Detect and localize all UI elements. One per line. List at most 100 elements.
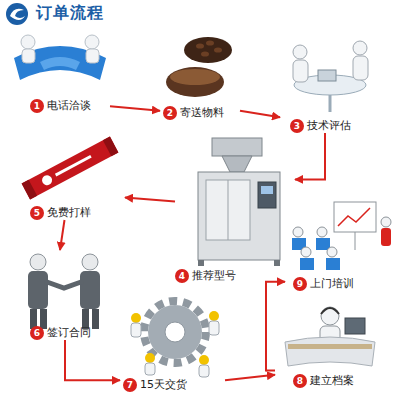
- step-number: 3: [290, 119, 304, 133]
- meeting-illustration-part: [329, 95, 332, 112]
- contract-illustration-part: [28, 271, 48, 309]
- sample-stick-illustration: [22, 137, 119, 200]
- meeting-illustration-part: [293, 45, 307, 59]
- packing-machine-illustration-part: [206, 180, 250, 240]
- meeting-illustration-part: [353, 56, 368, 80]
- delivery-gear-illustration-part: [209, 321, 219, 335]
- step-number: 8: [293, 374, 307, 388]
- contract-illustration-part: [82, 254, 98, 270]
- step-node: 4推荐型号: [175, 135, 295, 283]
- packing-machine-illustration-part: [198, 260, 204, 266]
- training-illustration-part: [300, 258, 314, 270]
- delivery-gear-illustration-part: [199, 365, 209, 377]
- training-illustration-part: [316, 238, 330, 250]
- handshake-illustration-part: [14, 46, 106, 80]
- step-number: 4: [175, 269, 189, 283]
- step-label: 15天交货: [140, 378, 187, 392]
- step-caption: 1电话洽谈: [30, 99, 91, 113]
- diagram-title: 订单流程: [36, 3, 104, 24]
- flow-arrow: [60, 220, 65, 250]
- step-label: 技术评估: [307, 119, 351, 133]
- step-label: 签订合同: [47, 326, 91, 340]
- delivery-gear-illustration-part: [165, 322, 185, 342]
- flow-arrow: [266, 282, 285, 371]
- training-illustration-part: [381, 228, 391, 246]
- delivery-gear-illustration-part: [199, 355, 209, 365]
- step-node: 5免费打样: [15, 130, 125, 220]
- service-desk-illustration: [285, 307, 375, 366]
- handshake-illustration-part: [85, 35, 99, 49]
- training-illustration-part: [327, 247, 337, 257]
- step-number: 1: [30, 99, 44, 113]
- coffee-material-illustration-part: [170, 69, 220, 85]
- coffee-material-illustration-part: [201, 51, 209, 56]
- coffee-material-illustration: [166, 37, 232, 97]
- meeting-illustration-part: [318, 70, 336, 81]
- delivery-gear-illustration-part: [145, 363, 155, 375]
- packing-machine-illustration-part: [198, 172, 280, 260]
- logo-part: [10, 9, 25, 20]
- training-illustration-part: [334, 202, 376, 232]
- step-label: 免费打样: [47, 206, 91, 220]
- step-label: 建立档案: [310, 374, 354, 388]
- service-desk-illustration-part: [285, 337, 375, 366]
- handshake-illustration-part: [40, 57, 80, 70]
- step-number: 9: [293, 277, 307, 291]
- step-label: 推荐型号: [192, 269, 236, 283]
- step-node: 3技术评估: [280, 28, 380, 133]
- delivery-gear-illustration-part: [131, 323, 141, 337]
- step-caption: 5免费打样: [30, 206, 91, 220]
- handshake-illustration-part: [21, 35, 35, 49]
- meeting-illustration: [293, 41, 368, 112]
- contract-illustration-part: [47, 282, 81, 288]
- meeting-illustration-part: [353, 41, 367, 55]
- flow-arrow: [225, 375, 275, 381]
- training-illustration-part: [326, 258, 340, 270]
- step-node: 9上门培训: [285, 198, 395, 291]
- packing-machine-illustration-part: [212, 138, 262, 156]
- step-node: 6签订合同: [15, 250, 115, 340]
- step-node: 715天交货: [120, 295, 225, 392]
- handshake-illustration-part: [22, 49, 35, 63]
- flow-arrow: [295, 133, 325, 179]
- coffee-material-illustration-part: [184, 37, 232, 63]
- contract-illustration-part: [40, 309, 47, 329]
- service-desk-illustration-part: [321, 308, 339, 314]
- step-number: 6: [30, 326, 44, 340]
- service-desk-illustration-part: [288, 344, 372, 349]
- coffee-material-illustration-part: [206, 40, 214, 45]
- training-illustration-part: [381, 217, 391, 227]
- sample-stick-illustration-part: [40, 173, 54, 187]
- step-number: 5: [30, 206, 44, 220]
- step-caption: 715天交货: [123, 378, 187, 392]
- step-node: 2寄送物料: [160, 28, 240, 120]
- sample-stick-illustration-part: [22, 137, 119, 200]
- sample-stick-illustration-part: [55, 155, 92, 176]
- training-illustration-part: [338, 208, 370, 226]
- step-caption: 3技术评估: [290, 119, 351, 133]
- title-rule: [36, 24, 250, 26]
- delivery-gear-illustration-part: [144, 301, 206, 363]
- training-illustration-part: [317, 227, 327, 237]
- step-caption: 4推荐型号: [175, 269, 236, 283]
- flow-arrow: [65, 340, 120, 380]
- step-caption: 9上门培训: [293, 277, 354, 291]
- training-illustration-part: [355, 232, 356, 250]
- delivery-gear-illustration: [131, 301, 219, 377]
- logo: [6, 3, 28, 25]
- delivery-gear-illustration-part: [145, 353, 155, 363]
- packing-machine-illustration-part: [228, 180, 229, 240]
- training-illustration-part: [293, 227, 303, 237]
- delivery-gear-illustration-part: [148, 305, 202, 359]
- packing-machine-illustration-part: [258, 182, 276, 208]
- delivery-gear-illustration-part: [131, 313, 141, 323]
- step-number: 7: [123, 378, 137, 392]
- training-illustration-part: [301, 247, 311, 257]
- flow-arrow: [125, 198, 175, 202]
- flow-arrow: [110, 106, 160, 111]
- logo-part: [6, 3, 28, 25]
